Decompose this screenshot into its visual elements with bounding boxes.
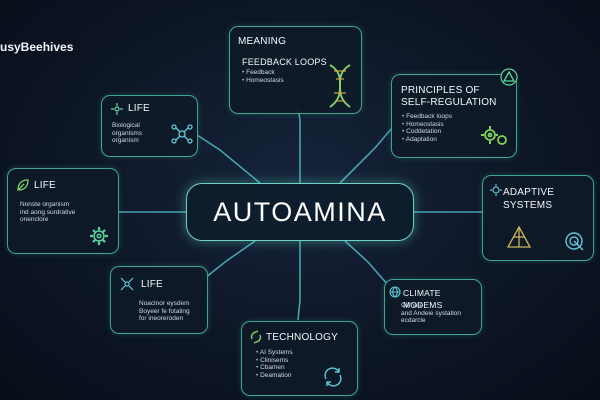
list-item: Homeostasis xyxy=(242,77,284,85)
target-icon xyxy=(565,232,584,251)
list-item: AI Systems xyxy=(256,349,293,357)
list-item: Clinisems xyxy=(256,357,293,365)
triangle-alert-icon[interactable] xyxy=(500,68,518,86)
principles-title-line2: SELF-REGULATION xyxy=(401,97,497,108)
life-top-text: Biological organisms organism xyxy=(112,122,142,144)
leaf-icon xyxy=(17,179,29,191)
list-item: Feedback xyxy=(242,69,284,77)
globe-icon xyxy=(389,286,401,298)
meaning-title: MEANING xyxy=(238,36,287,47)
link-technology xyxy=(297,241,301,321)
meaning-subtitle: FEEDBACK LOOPS xyxy=(242,57,327,67)
life-icon xyxy=(111,103,123,115)
technology-list: AI Systems Clinisems Cbamen Deamation xyxy=(256,349,293,379)
network-icon xyxy=(506,225,532,248)
list-item: Coddetation xyxy=(402,128,452,136)
list-item: Cbamen xyxy=(256,364,293,372)
principles-list: Feedback loops Homeostasis Coddetation A… xyxy=(402,113,452,143)
link-life-top xyxy=(196,134,261,184)
molecule-icon xyxy=(171,124,193,144)
brand-logo-text: usyBeehives xyxy=(0,40,74,54)
life-top-node[interactable]: LIFE Biological organisms organism xyxy=(101,95,198,157)
life-left-text: Nonste organism ind aong surdrative onen… xyxy=(20,201,76,223)
gear-icon xyxy=(90,227,108,245)
climate-text: Climate and Andeie systation ecdarcle xyxy=(401,302,461,324)
circuit-icon xyxy=(120,277,134,291)
dna-icon xyxy=(329,64,351,108)
link-life-bottom xyxy=(204,240,256,279)
life-bottom-node[interactable]: LIFE Noaclnor eysdem Boyeer fe fotaling … xyxy=(110,266,208,334)
list-item: Adaptation xyxy=(402,136,452,144)
central-concept-node[interactable]: AUTOAMINA xyxy=(186,183,414,241)
technology-title: TECHNOLOGY xyxy=(266,332,339,343)
climate-title: CLIMATE MODEMS xyxy=(403,288,443,310)
list-item: Homeostasis xyxy=(402,121,452,129)
adaptive-title-line1: ADAPTIVE xyxy=(503,187,555,198)
link-meaning xyxy=(297,107,301,183)
gears-icon xyxy=(481,126,507,145)
recycle-icon xyxy=(250,330,262,344)
climate-node[interactable]: CLIMATE MODEMS Climate and Andeie systat… xyxy=(384,279,482,335)
life-bottom-text: Noaclnor eysdem Boyeer fe fotaling for i… xyxy=(139,300,190,322)
life-left-node[interactable]: LIFE Nonste organism ind aong surdrative… xyxy=(7,168,119,254)
adaptive-node[interactable]: ADAPTIVE SYSTEMS xyxy=(482,175,594,261)
technology-node[interactable]: TECHNOLOGY AI Systems Clinisems Cbamen D… xyxy=(241,321,358,396)
adaptive-icon xyxy=(490,184,502,196)
link-climate xyxy=(344,240,389,286)
list-item: Feedback loops xyxy=(402,113,452,121)
principles-title-line1: PRINCIPLES OF xyxy=(401,85,480,96)
list-item: Deamation xyxy=(256,372,293,380)
life-bottom-title: LIFE xyxy=(141,279,163,290)
principles-node[interactable]: PRINCIPLES OF SELF-REGULATION Feedback l… xyxy=(391,74,517,158)
cycle-arrows-icon xyxy=(324,367,342,387)
life-top-title: LIFE xyxy=(128,103,150,114)
meaning-node[interactable]: MEANING FEEDBACK LOOPS Feedback Homeosta… xyxy=(229,26,362,114)
central-concept-label: AUTOAMINA xyxy=(213,196,387,227)
link-principles xyxy=(339,127,393,184)
adaptive-title-line2: SYSTEMS xyxy=(503,200,553,211)
meaning-list: Feedback Homeostasis xyxy=(242,69,284,84)
life-left-title: LIFE xyxy=(34,180,56,191)
